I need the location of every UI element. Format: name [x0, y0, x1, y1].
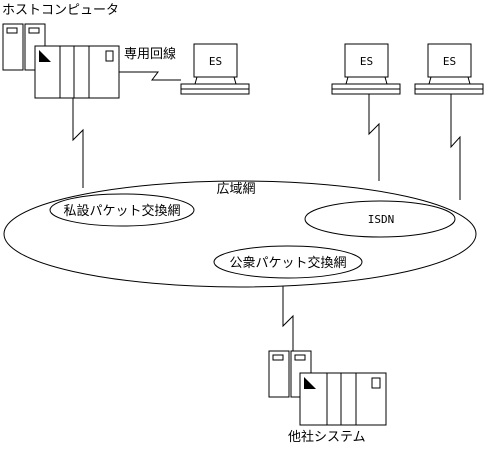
isdn-label: ISDN: [368, 213, 395, 226]
link-es3-to-wan: [450, 94, 461, 200]
es-terminal-2-label: ES: [360, 55, 373, 68]
other-company-system-label: 他社システム: [288, 429, 366, 445]
es-terminal-2: ES: [331, 43, 401, 95]
es-terminal-1: ES: [180, 43, 250, 95]
public-packet-network-ellipse: [213, 245, 363, 279]
host-computer: [2, 23, 120, 99]
isdn-ellipse: [304, 200, 456, 238]
leased-line-label: 専用回線: [124, 46, 176, 62]
es-terminal-3: ES: [414, 43, 484, 95]
link-host-to-wan: [72, 98, 84, 188]
es-terminal-1-label: ES: [209, 55, 222, 68]
link-es2-to-wan: [368, 94, 380, 181]
private-packet-network-label: 私設パケット交換網: [63, 203, 180, 219]
private-packet-network-ellipse: [49, 193, 195, 227]
other-company-system: [268, 350, 387, 426]
wide-area-network-label: 広域網: [216, 182, 255, 197]
host-computer-label: ホストコンピュータ: [2, 3, 119, 18]
leased-line: [119, 71, 181, 81]
es-terminal-3-label: ES: [443, 55, 456, 68]
link-wan-to-other-company: [282, 286, 294, 351]
public-packet-network-label: 公衆パケット交換網: [229, 255, 346, 271]
